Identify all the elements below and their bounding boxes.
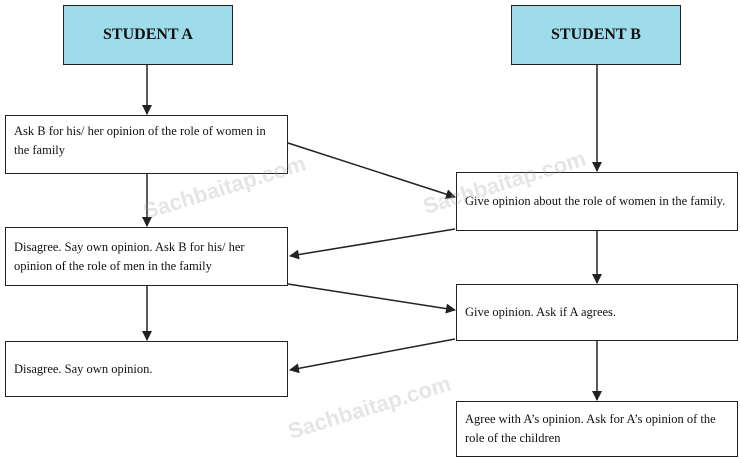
arrow-b1-to-a2 xyxy=(289,228,456,260)
arrow-a1-to-b1 xyxy=(287,142,456,199)
step-a3-text: Disagree. Say own opinion. xyxy=(14,361,153,376)
student-a-header: STUDENT A xyxy=(63,5,233,65)
step-a2-box: Disagree. Say own opinion. Ask B for his… xyxy=(5,227,288,286)
step-b3-box: Agree with A’s opinion. Ask for A’s opin… xyxy=(456,401,738,457)
step-a1-box: Ask B for his/ her opinion of the role o… xyxy=(5,115,288,174)
arrow-a2-to-b2 xyxy=(287,283,456,314)
step-a2-text: Disagree. Say own opinion. Ask B for his… xyxy=(14,239,245,273)
step-b3-text: Agree with A’s opinion. Ask for A’s opin… xyxy=(465,412,716,445)
step-b1-box: Give opinion about the role of women in … xyxy=(456,172,738,231)
step-b2-text: Give opinion. Ask if A agrees. xyxy=(465,305,617,319)
step-b1-text: Give opinion about the role of women in … xyxy=(465,194,726,208)
step-a3-box: Disagree. Say own opinion. xyxy=(5,341,288,397)
arrow-b2-to-a3 xyxy=(289,338,456,374)
student-b-header: STUDENT B xyxy=(511,5,681,65)
step-a1-text: Ask B for his/ her opinion of the role o… xyxy=(14,124,266,157)
step-b2-box: Give opinion. Ask if A agrees. xyxy=(456,284,738,341)
